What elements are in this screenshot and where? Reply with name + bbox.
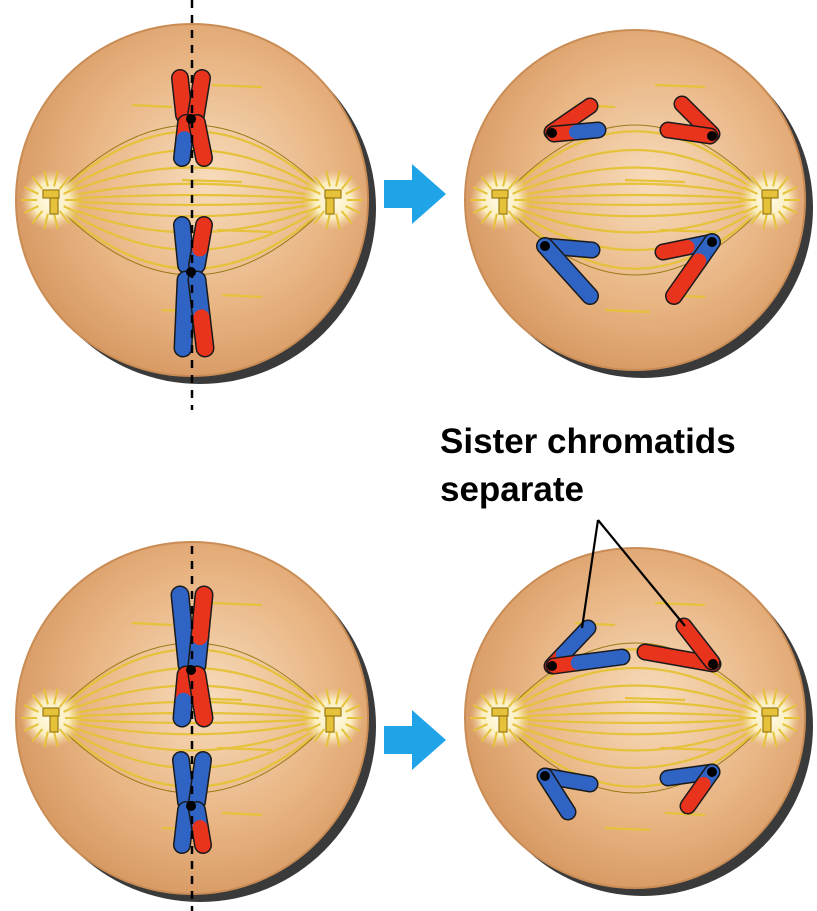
centromere [547,661,557,671]
chromatid-red [196,78,202,115]
centrosome-icon [303,688,363,748]
chromatid-blue-red [197,810,203,845]
centrosome-icon [470,170,530,230]
centromere [540,771,550,781]
centrosome-icon [303,170,363,230]
centrosome-icon [21,688,81,748]
chromosome-pair-blue [182,225,205,348]
centrosome-icon [740,688,800,748]
chromatid-blue [180,595,187,665]
centromere [707,131,717,141]
cell-bottom-right [465,548,813,896]
centromere [708,659,718,669]
chromatid-blue [182,225,186,265]
cell-top-left [16,24,376,384]
centromere [707,237,717,247]
centromere [540,241,550,251]
cell-bottom-left [16,542,376,902]
chromatid-blue [181,760,186,802]
annotation-sister-chromatids: Sister chromatids [440,422,736,462]
centromere [547,128,557,138]
cell-top-right [465,30,813,378]
chromatid-red-blue [554,130,598,134]
chromatid-red-blue [182,675,186,718]
right-arrow-icon [384,710,446,770]
chromatid-blue-red [197,225,204,265]
chromatid-blue [197,760,203,802]
chromatid-red-blue [554,657,622,666]
chromatid-red [668,130,710,136]
chromatid-blue-red [197,280,205,348]
centromere [707,767,717,777]
chromatid-red-blue [182,123,186,158]
centrosome-icon [21,170,81,230]
chromatid-red [197,675,204,718]
chromatid-red [197,123,204,158]
chromatid-blue [182,810,186,845]
chromatid-blue [183,280,186,348]
annotation-separate: separate [440,470,584,510]
centrosome-icon [740,170,800,230]
chromatid-red [180,78,184,115]
centrosome-icon [470,688,530,748]
right-arrow-icon [384,164,446,224]
chromatid-blue-red [197,595,204,665]
